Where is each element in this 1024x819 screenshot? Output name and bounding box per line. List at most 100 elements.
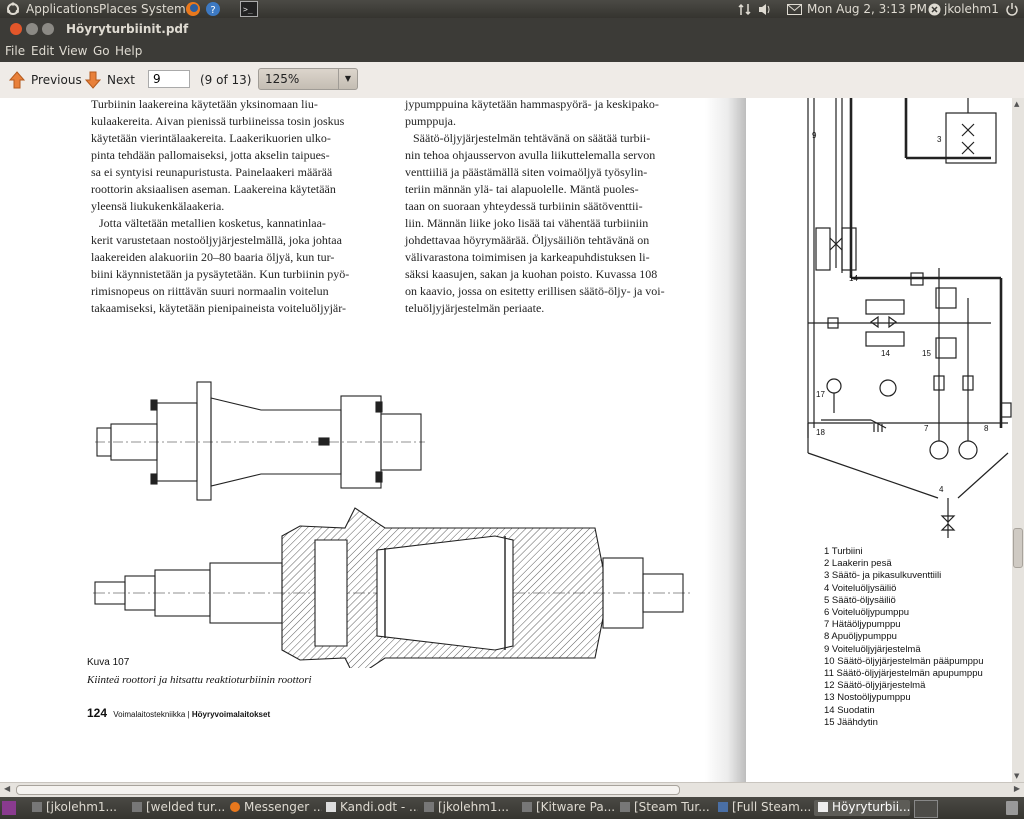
task-terminal-2[interactable]: [jkolehm1... [420,800,516,816]
text-line: biini käynnistetään ja pysäytetään. Kun … [91,267,350,281]
diagram-label: 17 [816,390,825,399]
task-label: Kandi.odt - ... [340,800,418,814]
text-line: pumppuja. [405,114,456,128]
rotor-drawing [93,381,690,668]
menu-file[interactable]: File [5,44,26,58]
figure-caption-label: Kuva 107 [87,657,130,668]
diagram-label: 8 [984,424,989,433]
task-full-steam[interactable]: [Full Steam... [714,800,810,816]
firefox-icon [230,802,240,812]
task-welded-turbine[interactable]: [welded tur... [128,800,224,816]
browser-icon [132,802,142,812]
horizontal-scrollbar[interactable]: ◀ ▶ [0,782,1024,797]
menu-bar: File Edit View Go Help [0,40,1024,62]
volume-icon[interactable] [758,3,772,16]
diagram-label: 3 [937,135,942,144]
task-label: [Steam Tur... [634,800,710,814]
text-line: Säätö-öljyjärjestelmän tehtävänä on säät… [413,131,651,145]
task-label: [Kitware Pa... [536,800,614,814]
text-line: Jotta vältetään metallien kosketus, kann… [99,216,326,230]
bottom-taskbar: [jkolehm1... [welded tur... Messenger ..… [0,797,1024,819]
task-messenger[interactable]: Messenger ... [226,800,322,816]
firefox-icon[interactable] [185,1,201,17]
menu-view[interactable]: View [59,44,88,58]
menu-go[interactable]: Go [93,44,110,58]
vertical-scrollbar[interactable]: ▲ ▼ [1012,98,1024,782]
legend-item: 4 Voiteluöljysäiliö [824,582,897,594]
horizontal-scroll-thumb[interactable] [16,785,680,795]
mail-icon[interactable] [787,4,802,15]
workspace-switcher[interactable] [914,800,938,818]
scroll-down-icon[interactable]: ▼ [1014,772,1020,780]
minimize-window-button[interactable] [26,23,38,35]
clock[interactable]: Mon Aug 2, 3:13 PM [807,2,927,16]
page-number-label: 124 [87,706,108,720]
text-line: teriin männän ylä- tai alapuolelle. Mänt… [405,182,639,196]
text-line: nin tehoa ohjausservon avulla liikuttele… [405,148,656,162]
pdf-icon [818,802,828,812]
svg-text:>_: >_ [243,5,253,14]
task-label: Messenger ... [244,800,322,814]
oil-system-diagram: 9 3 14 14 15 17 18 7 8 4 [807,98,1012,538]
text-line: jypumppuina käytetään hammaspyörä- ja ke… [405,98,659,111]
user-switch-icon[interactable] [928,3,941,16]
task-label: Höyryturbii... [832,800,910,814]
chevron-down-icon: ▼ [338,69,357,89]
system-menu[interactable]: System [141,2,186,16]
legend-item: 8 Apuöljypumppu [824,631,897,643]
text-line: käytetään vierintälaakereita. Laakerikuo… [91,131,331,145]
text-line: johdettavaa höyrymäärää. Öljysäiliön teh… [405,233,650,247]
task-kandi-document[interactable]: Kandi.odt - ... [322,800,418,816]
legend-item: 9 Voiteluöljyjärjestelmä [824,643,921,655]
page-number-input[interactable] [148,70,190,88]
text-line: laakereiden alakuoriin 20–80 baaria öljy… [91,250,335,264]
terminal-icon[interactable]: >_ [240,1,258,17]
scroll-left-icon[interactable]: ◀ [4,784,11,793]
scroll-up-icon[interactable]: ▲ [1014,100,1020,108]
fixed-rotor-drawing [95,381,425,501]
close-window-button[interactable] [10,23,22,35]
document-view[interactable]: Turbiinin laakereina käytetään yksinomaa… [0,98,1012,782]
places-menu[interactable]: Places [99,2,138,16]
legend-item: 13 Nostoöljypumppu [824,692,911,704]
user-name[interactable]: jkolehm1 [944,2,999,16]
legend-item: 1 Turbiini [824,546,863,557]
text-line: välivarastona toimimisen ja karkeapuhdis… [405,250,650,264]
legend-item: 10 Säätö-öljyjärjestelmän pääpumppu [824,655,984,667]
terminal-icon [32,802,42,812]
task-kitware[interactable]: [Kitware Pa... [518,800,614,816]
scroll-right-icon[interactable]: ▶ [1013,784,1020,793]
vertical-scroll-thumb[interactable] [1013,528,1023,568]
legend-item: 6 Voiteluöljypumppu [824,607,910,619]
text-line: on kaavio, jossa on esitetty erillisen s… [405,284,665,298]
page-count: (9 of 13) [200,73,252,87]
trash-icon[interactable] [1006,801,1018,815]
legend-item: 2 Laakerin pesä [824,558,892,570]
diagram-legend: 1 Turbiini 2 Laakerin pesä 3 Säätö- ja p… [824,546,984,729]
previous-label: Previous [31,73,82,87]
maximize-window-button[interactable] [42,23,54,35]
page-footer: 124 Voimalaitostekniikka | Höyryvoimalai… [87,706,270,720]
power-icon[interactable] [1005,2,1019,16]
task-label: [jkolehm1... [438,800,509,814]
ubuntu-logo-icon[interactable] [6,2,20,16]
diagram-label: 14 [881,349,890,358]
network-icon[interactable] [738,3,752,16]
pdf-page-right: 9 3 14 14 15 17 18 7 8 4 [746,98,1012,782]
arrow-up-icon [8,71,26,89]
menu-edit[interactable]: Edit [31,44,55,58]
svg-text:?: ? [210,5,215,16]
zoom-select[interactable]: 125% ▼ [258,68,358,90]
applications-menu[interactable]: Applications [26,2,100,16]
menu-help[interactable]: Help [115,44,143,58]
text-line: säksi kaasujen, sakan ja kuohan poisto. … [405,267,658,281]
task-steam-turbine[interactable]: [Steam Tur... [616,800,712,816]
task-pdf-viewer[interactable]: Höyryturbii... [814,800,910,816]
arrow-down-icon [84,71,102,89]
task-terminal-1[interactable]: [jkolehm1... [28,800,142,816]
show-desktop-icon[interactable] [2,801,16,815]
help-icon[interactable]: ? [205,1,221,17]
pdf-page-left: Turbiinin laakereina käytetään yksinomaa… [0,98,745,782]
legend-item: 11 Säätö-öljyjärjestelmän apupumppu [824,668,983,680]
document-icon [326,802,336,812]
